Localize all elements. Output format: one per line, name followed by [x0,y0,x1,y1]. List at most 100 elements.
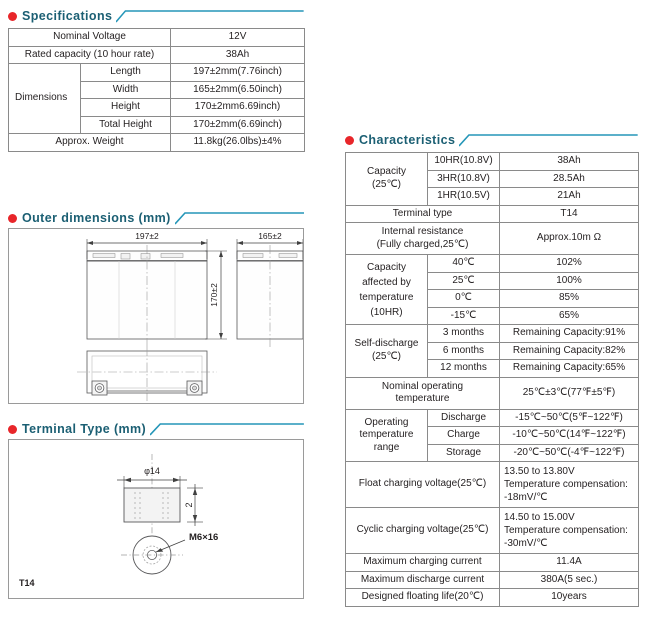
capacity-temp-25-label: 25℃ [427,271,500,290]
max-discharge-current-value: 380A(5 sec.) [499,570,639,589]
internal-resistance-value: Approx.10m Ω [499,222,639,255]
table-row: Cyclic charging voltage(25℃) 14.50 to 15… [345,507,639,554]
float-charging-value-line3: -18mV/℃ [504,492,548,503]
rated-capacity-label: Rated capacity (10 hour rate) [7,45,172,64]
capacity-1hr-value: 21Ah [499,187,639,206]
height-dimension-label: 170±2 [209,283,219,307]
table-row: Designed floating life(20℃) 10years [345,588,639,607]
designed-floating-life-value: 10years [499,588,639,607]
operating-range-storage-label: Storage [427,443,500,462]
nominal-operating-temperature-value: 25℃±3℃(77℉±5℉) [499,376,639,410]
dimension-width-value: 165±2mm(6.50inch) [170,80,306,99]
specifications-table: Nominal Voltage 12V Rated capacity (10 h… [7,28,306,152]
dimension-total-height-label: Total Height [79,115,172,134]
table-row: Width 165±2mm(6.50inch) [9,80,306,99]
table-row: -15℃ 65% [346,306,639,325]
thickness-dimension-label: 2 [184,502,194,507]
capacity-temp-40-label: 40℃ [427,254,500,273]
capacity-10hr-label: 10HR(10.8V) [427,152,500,171]
operating-range-discharge-label: Discharge [427,408,500,427]
header-swoosh-line [459,133,638,147]
internal-resistance-label-line2: (Fully charged,25℃) [376,238,469,250]
operating-range-label-line3: range [373,441,400,453]
table-row: Nominal Voltage 12V [7,28,306,47]
header-swoosh-line [174,211,304,225]
side-width-dimension-label: 165±2 [258,231,282,241]
table-row: Internal resistance (Fully charged,25℃) … [345,222,639,255]
table-row: 12 months Remaining Capacity:65% [346,359,639,378]
specifications-section-header: Specifications [8,7,304,25]
terminal-type-code-label: T14 [19,578,35,588]
float-charging-value-line1: 13.50 to 13.80V [504,466,575,477]
terminal-type-title: Terminal Type (mm) [22,422,147,436]
approx-weight-value: 11.8kg(26.0lbs)±4% [170,133,306,152]
terminal-type-label: Terminal type [345,204,500,223]
operating-range-label-line2: temperature [359,429,414,440]
table-row: Capacity (25℃) 10HR(10.8V) 38Ah [345,152,639,206]
capacity-temp-0-value: 85% [499,289,639,308]
terminal-type-figure: φ14 2 M6×16 T14 [8,439,304,599]
cyclic-charging-value-line1: 14.50 to 15.00V [504,512,575,523]
operating-range-discharge-value: -15℃~50℃(5℉~122℉) [499,408,639,427]
characteristics-title: Characteristics [359,133,456,147]
nominal-operating-temperature-label-line2: temperature [395,393,450,404]
operating-range-charge-label: Charge [427,426,500,445]
table-row: Maximum discharge current 380A(5 sec.) [345,570,639,589]
designed-floating-life-label: Designed floating life(20℃) [345,588,500,607]
capacity-temperature-label-line1: Capacity [367,261,406,273]
capacity-3hr-label: 3HR(10.8V) [427,169,500,188]
outer-dimensions-section-header: Outer dimensions (mm) [8,209,304,227]
cyclic-charging-value-line3: -30mV/℃ [504,538,548,549]
cyclic-charging-voltage-label: Cyclic charging voltage(25℃) [345,507,500,554]
cyclic-charging-value-line2: Temperature compensation: [504,525,628,536]
internal-resistance-label-line1: Internal resistance [381,226,464,237]
dimension-height-value: 170±2mm6.69inch) [170,98,306,117]
table-row: Approx. Weight 11.8kg(26.0lbs)±4% [7,133,306,152]
cyclic-charging-voltage-value: 14.50 to 15.00V Temperature compensation… [499,507,639,554]
bullet-icon [345,135,354,145]
capacity-label-line1: Capacity [367,166,406,178]
table-row: Self-discharge (25℃) 3 months Remaining … [345,324,639,378]
outer-dimensions-figure: 197±2 165±2 170±2 [8,228,304,404]
self-discharge-3months-value: Remaining Capacity:91% [499,324,639,343]
terminal-type-section-header: Terminal Type (mm) [8,420,304,438]
nominal-operating-temperature-label: Nominal operating temperature [345,376,500,410]
capacity-temperature-label-line3: temperature [359,291,414,303]
terminal-type-value: T14 [499,204,639,223]
capacity-temperature-label-line2: affected by [362,276,411,288]
internal-resistance-label: Internal resistance (Fully charged,25℃) [345,222,500,255]
dimension-length-value: 197±2mm(7.76inch) [170,63,306,82]
float-charging-voltage-value: 13.50 to 13.80V Temperature compensation… [499,461,639,508]
dimension-total-height-value: 170±2mm(6.69inch) [170,115,306,134]
operating-range-label-line1: Operating [364,416,409,428]
bullet-icon [8,11,17,21]
capacity-temp-neg15-label: -15℃ [427,306,500,325]
table-row: 25℃ 100% [346,271,639,290]
self-discharge-12months-label: 12 months [427,359,500,378]
operating-range-storage-value: -20℃~50℃(-4℉~122℉) [499,443,639,462]
table-row: Rated capacity (10 hour rate) 38Ah [7,45,306,64]
self-discharge-12months-value: Remaining Capacity:65% [499,359,639,378]
float-charging-voltage-label: Float charging voltage(25℃) [345,461,500,508]
max-charging-current-value: 11.4A [499,553,639,572]
nominal-voltage-label: Nominal Voltage [7,28,172,47]
capacity-temperature-label: Capacity affected by temperature (10HR) [345,254,428,325]
table-row: 6 months Remaining Capacity:82% [346,341,639,360]
operating-temperature-range-label: Operating temperature range [345,408,428,462]
capacity-temp-25-value: 100% [499,271,639,290]
table-row: Capacity affected by temperature (10HR) … [345,254,639,325]
capacity-10hr-value: 38Ah [499,152,639,171]
dimension-length-label: Length [79,63,172,82]
nominal-operating-temperature-label-line1: Nominal operating [381,380,464,392]
table-row: Float charging voltage(25℃) 13.50 to 13.… [345,461,639,508]
thread-spec-label: M6×16 [189,532,218,543]
front-width-dimension-label: 197±2 [135,231,159,241]
characteristics-section-header: Characteristics [345,131,638,149]
outer-dimensions-title: Outer dimensions (mm) [22,211,171,225]
capacity-temp-0-label: 0℃ [427,289,500,308]
dimension-width-label: Width [79,80,172,99]
self-discharge-3months-label: 3 months [427,324,500,343]
header-swoosh-line [116,9,304,23]
table-row: Terminal type T14 [345,204,639,223]
header-swoosh-line [150,422,304,436]
